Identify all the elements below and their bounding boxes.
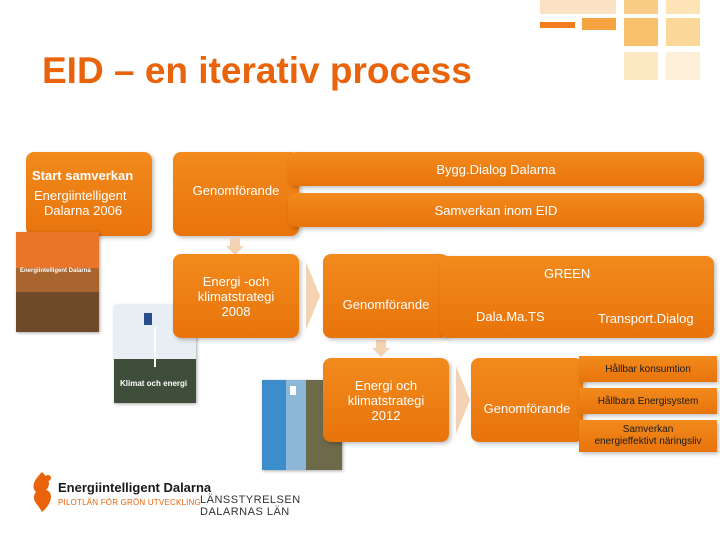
lansstyrelsen-logo: LÄNSSTYRELSEN DALARNAS LÄN <box>200 494 310 524</box>
green-label: GREEN <box>544 266 591 281</box>
eid-logo-tagline: PILOTLÄN FÖR GRÖN UTVECKLING <box>58 498 201 507</box>
genomforande-1-box: Genomförande <box>173 152 299 236</box>
right-arrow-2 <box>456 366 470 434</box>
strategi-2012-box: Energi och klimatstrategi 2012 <box>323 358 449 442</box>
genomforande-2-box: Genomförande <box>323 254 449 338</box>
green-box: GREEN Dala.Ma.TS Transport.Dialog <box>440 256 714 338</box>
genomforande-3-box: Genomförande <box>471 358 583 442</box>
genomforande-1-label: Genomförande <box>192 182 280 198</box>
eid-logo-mark <box>33 472 51 512</box>
corner-decoration <box>0 0 720 80</box>
start-line2: Dalarna 2006 <box>44 203 123 218</box>
hallbara-energisystem-box: Hållbara Energisystem <box>579 388 717 414</box>
eid-logo: Energiintelligent Dalarna PILOTLÄN FÖR G… <box>28 470 211 520</box>
lansstyrelsen-line2: DALARNAS LÄN <box>200 506 290 518</box>
transport-dialog-label: Transport.Dialog <box>598 311 694 326</box>
byggdialog-box: Bygg.Dialog Dalarna <box>288 152 704 186</box>
slide-title: EID – en iterativ process <box>42 50 472 91</box>
down-arrow-2 <box>372 340 390 357</box>
samverkan-naringsliv-box: Samverkan energieffektivt näringsliv <box>579 420 717 452</box>
strategi-2008-box: Energi -och klimatstrategi 2008 <box>173 254 299 338</box>
samverkan-eid-label: Samverkan inom EID <box>434 202 558 218</box>
eid-logo-name: Energiintelligent Dalarna <box>58 480 212 495</box>
genomforande-2-label: Genomförande <box>342 296 430 312</box>
start-heading: Start samverkan <box>32 168 134 183</box>
dalamats-label: Dala.Ma.TS <box>476 309 545 324</box>
cover-energiintelligent-dalarna: Energiintelligent Dalarna <box>16 232 99 332</box>
cover2-title: Klimat och energi <box>120 379 188 388</box>
start-box: Start samverkan Energiintelligent Dalarn… <box>26 152 152 236</box>
lansstyrelsen-line1: LÄNSSTYRELSEN <box>200 494 301 506</box>
genomforande-3-label: Genomförande <box>483 400 571 416</box>
samverkan-eid-box: Samverkan inom EID <box>288 193 704 227</box>
hallbara-energisystem-label: Hållbara Energisystem <box>597 395 699 407</box>
hallbar-konsumtion-label: Hållbar konsumtion <box>605 363 691 375</box>
right-arrow-1 <box>306 262 320 330</box>
start-line1: Energiintelligent <box>34 188 127 203</box>
down-arrow-1 <box>226 238 244 255</box>
hallbar-konsumtion-box: Hållbar konsumtion <box>579 356 717 382</box>
byggdialog-label: Bygg.Dialog Dalarna <box>436 161 556 177</box>
